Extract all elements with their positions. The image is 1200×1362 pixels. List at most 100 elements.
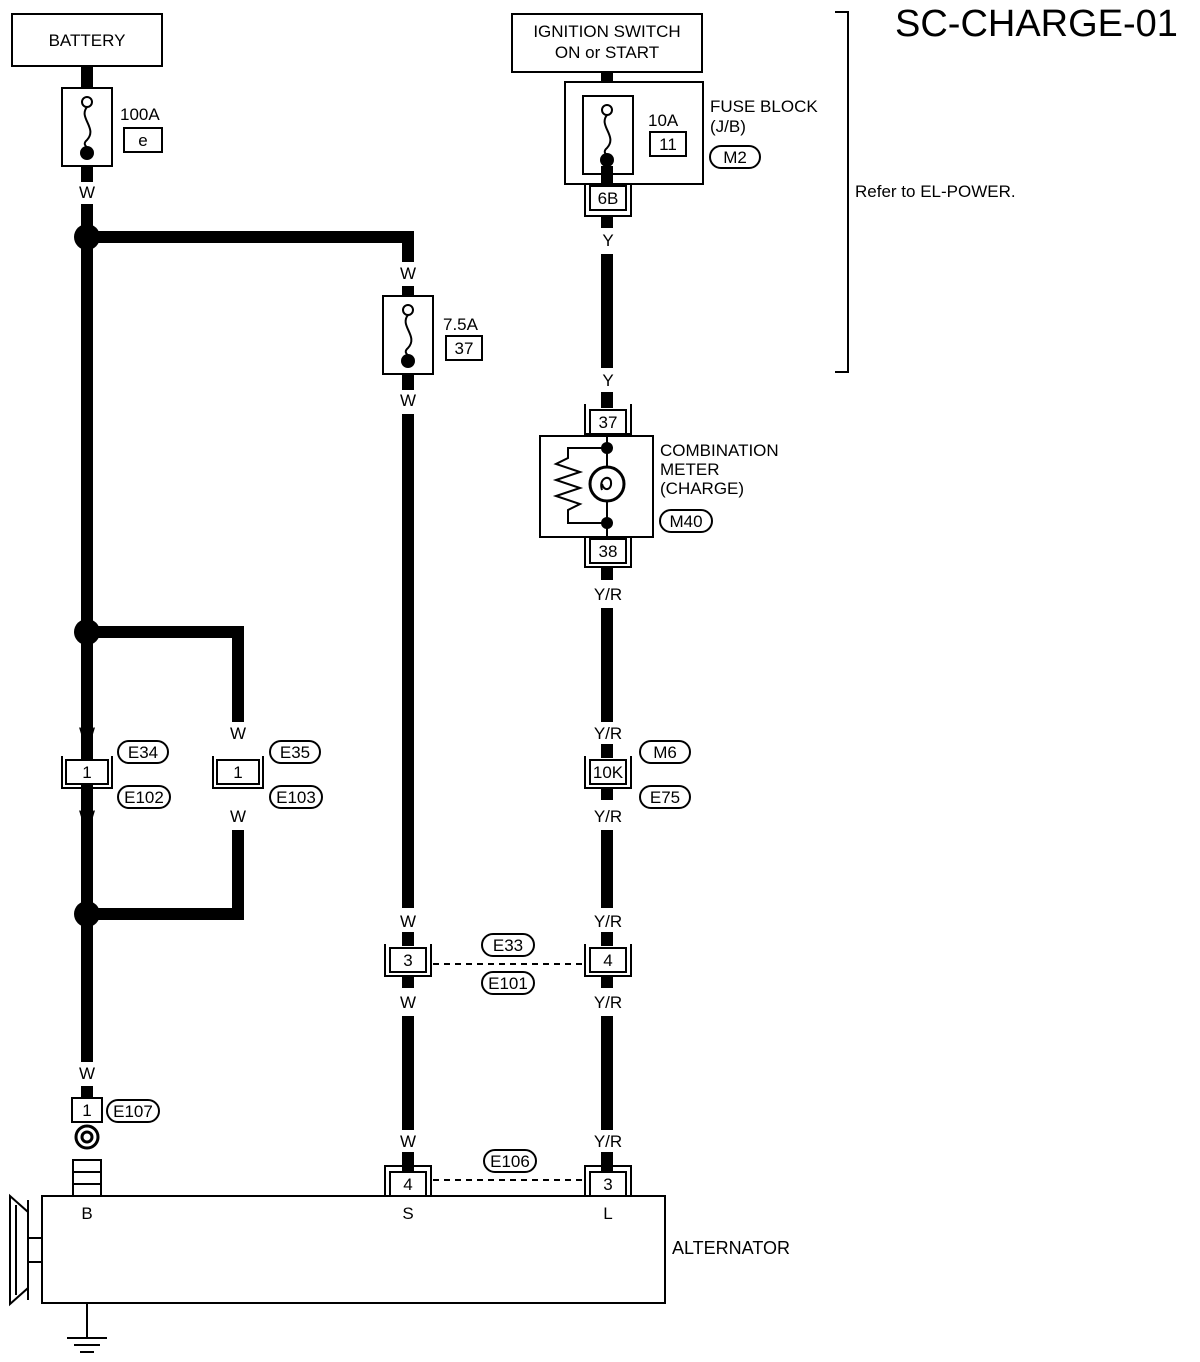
wire-label-yr-m6-bottom: Y/R [594,807,622,826]
wire-label-yr-e33-bottom: Y/R [594,993,622,1012]
wire-label-yr-e33-top: Y/R [594,912,622,931]
fuse-7-5a-id: 37 [455,339,474,358]
refer-bracket [835,11,849,373]
connector-e103-label: E103 [276,788,316,807]
ignition-label-line2: ON or START [555,43,659,62]
meter-pin-out: 38 [599,542,618,561]
jb-terminal-box [589,185,627,211]
fuse-block-connector-label: M2 [723,148,747,167]
connector-e35-pin: 1 [233,763,242,782]
connector-e107-badge [106,1099,160,1123]
b-terminal-stud-lines [73,1171,101,1185]
alternator-body [41,1195,666,1304]
fuse-100a-id-box [123,127,163,153]
ignition-label-line1: IGNITION SWITCH [533,22,680,41]
connector-e107-pin: 1 [82,1101,91,1120]
connector-m6-label: M6 [653,743,677,762]
connector-e101-label: E101 [488,974,528,993]
connector-e102-label: E102 [124,788,164,807]
connector-e102-badge [117,785,171,809]
wire-label-w-e33-bottom: W [400,993,416,1012]
connector-l-bracket [584,1165,632,1195]
meter-label-line1: COMBINATION [660,441,779,460]
connector-e33-w-pin: 3 [403,951,412,970]
meter-connector-badge [659,509,713,533]
terminal-b-label: B [81,1204,92,1223]
fuse-100a-rating: 100A [120,105,160,124]
wire-label-yr-1: Y/R [594,585,622,604]
b-terminal-stud [72,1159,102,1197]
connector-e35-label: E35 [280,743,310,762]
connector-e106-badge [483,1149,537,1173]
fuse-100a-id: e [138,131,147,150]
fuse-10a-top-terminal [601,104,613,116]
charge-warning-lamp-icon [588,465,626,503]
meter-connector-label: M40 [669,512,702,531]
fuse-block-connector-badge [709,145,761,169]
connector-e33-label: E33 [493,936,523,955]
fuse-7-5a-id-box [445,335,483,361]
connector-e33-yr-pin-box [589,947,627,973]
alternator-label: ALTERNATOR [672,1238,790,1258]
meter-label-line3: (CHARGE) [660,479,744,498]
fuse-7-5a-rating: 7.5A [443,315,479,334]
fuse-100a-bottom-terminal [80,146,94,160]
wire-label-w-e35-bottom: W [230,807,246,826]
connector-e33-badge [481,933,535,957]
connector-m6-badge [639,740,691,764]
fuse-block-label-line1: FUSE BLOCK [710,97,818,116]
jb-terminal-label: 6B [598,189,619,208]
fuse-10a-id-box [649,131,687,157]
connector-e35-pin-box [216,759,260,785]
wire-w-branch-e35 [87,626,244,722]
connector-s-bracket [384,1165,432,1195]
connector-e34-pin-box [65,759,109,785]
connector-l-pin: 3 [603,1175,612,1194]
connector-e35-bracket [212,756,264,789]
fuse-100a-top-terminal [81,96,93,108]
wire-label-yr-e106: Y/R [594,1132,622,1151]
wire-label-w-3: W [400,391,416,410]
connector-e75-label: E75 [650,788,680,807]
meter-pin-in-box [589,409,627,435]
connector-e34-pin: 1 [82,763,91,782]
wire-label-w-e34-bottom: W [79,807,95,826]
connector-e33-w-pin-box [389,947,427,973]
pulley-icon [9,1193,29,1307]
connector-e101-badge [481,971,535,995]
battery-label: BATTERY [49,31,126,50]
fuse-block-label-line2: (J/B) [710,117,746,136]
wire-label-yr-m6-top: Y/R [594,724,622,743]
terminal-l-label: L [603,1204,612,1223]
connector-e35-badge [269,740,321,764]
connector-s-pin-box [389,1171,427,1197]
refer-note: Refer to EL-POWER. [855,182,1016,201]
meter-pin-in: 37 [599,413,618,432]
fuse-10a-bottom-terminal [600,153,614,167]
connector-e34-badge [117,740,169,764]
connector-e34-bracket [61,756,113,789]
fuse-7-5a-bottom-terminal [401,354,415,368]
diagram-code: SC-CHARGE-01 [895,3,1178,45]
wire-w-branch-fuse [87,231,414,262]
ground-icon [67,1337,107,1353]
connector-e107-pin-box [71,1097,103,1123]
wire-label-w-e34-top: W [79,724,95,743]
connector-e75-badge [639,785,691,809]
pulley-shaft [27,1237,43,1263]
battery-box [11,13,163,67]
connector-e103-badge [269,785,323,809]
meter-label-line2: METER [660,460,720,479]
wire-label-w-e33-top: W [400,912,416,931]
connector-m6-pin-box [589,759,627,785]
connector-e34-label: E34 [128,743,158,762]
wire-label-w-e107: W [79,1064,95,1083]
wire-label-y-1: Y [602,231,613,250]
wire-label-y-2: Y [602,371,613,390]
fuse-10a-id: 11 [659,135,677,154]
wire-w-return-e35 [87,830,244,920]
lamp-filament [600,476,613,491]
ring-terminal-inner [80,1130,94,1144]
connector-m6-pin: 10K [593,763,624,782]
